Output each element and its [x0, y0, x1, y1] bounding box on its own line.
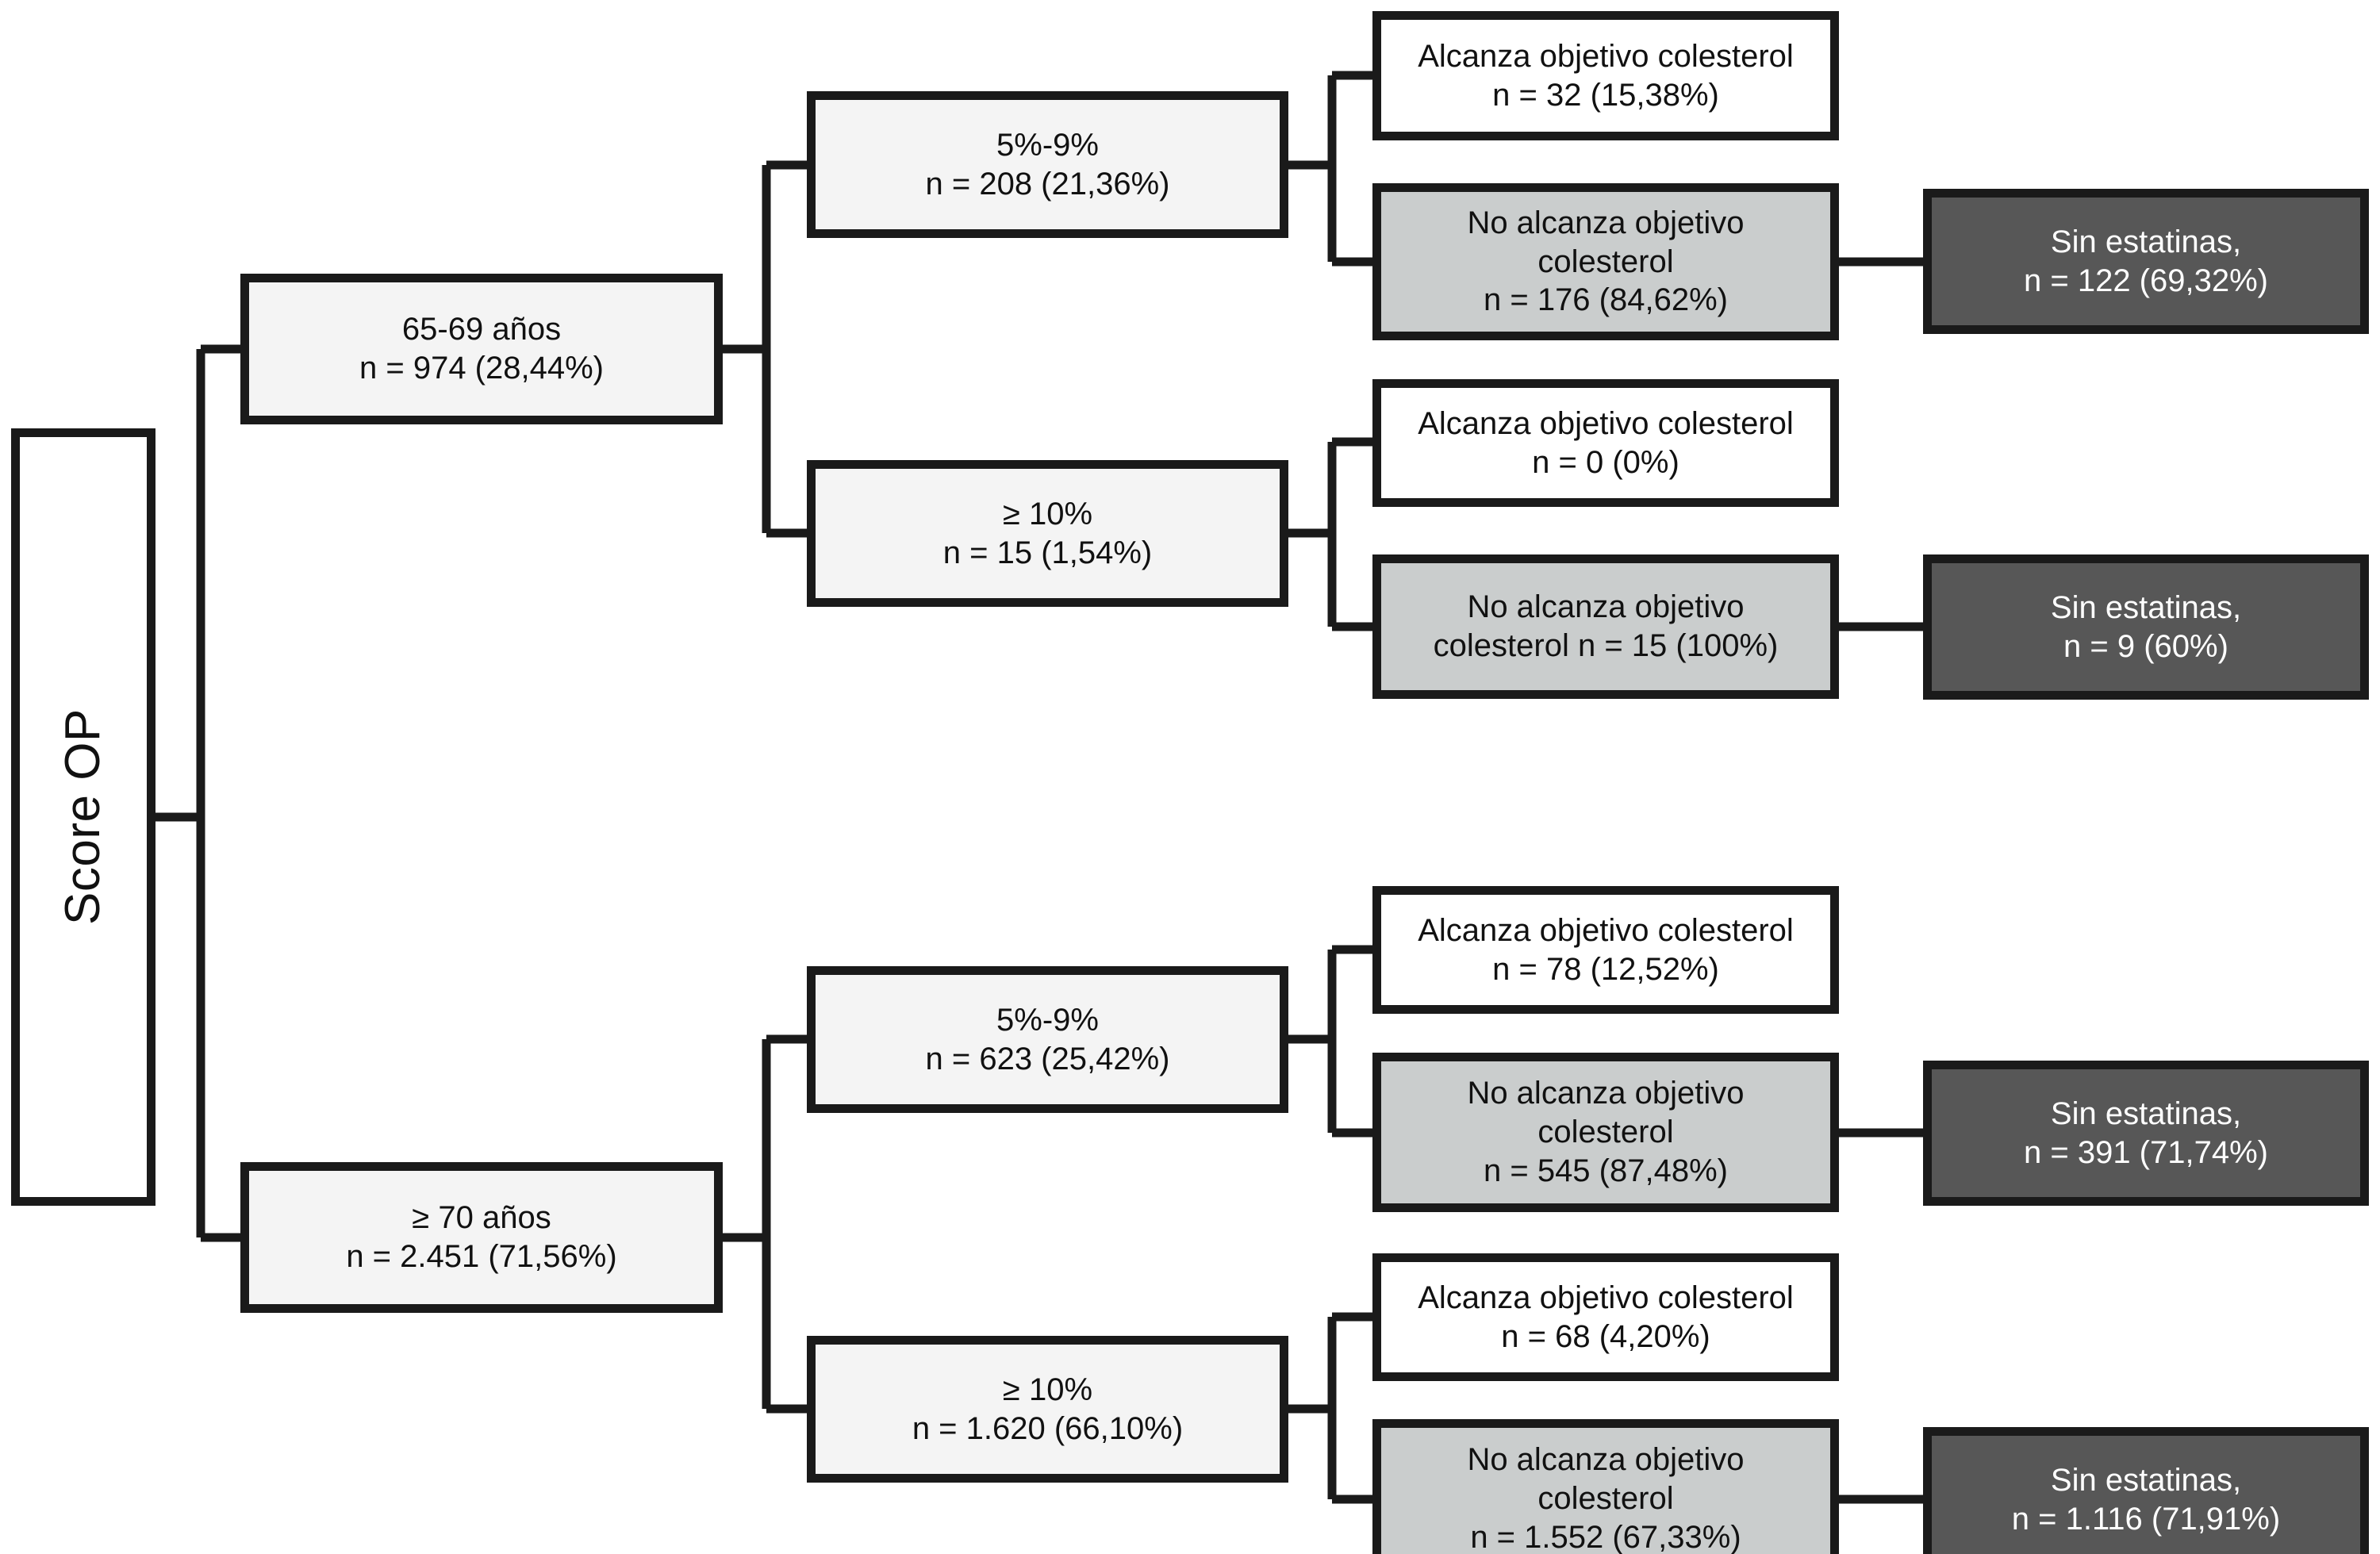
node-target-not-met-a2-label: No alcanza objetivo colesterol n = 15 (1…: [1433, 589, 1779, 663]
node-target-not-met-b2-label: No alcanza objetivo colesterol n = 1.552…: [1467, 1442, 1745, 1554]
node-age-65-69[interactable]: 65-69 años n = 974 (28,44%): [240, 274, 723, 424]
node-no-statins-b2-label: Sin estatinas, n = 1.116 (71,91%): [2011, 1462, 2281, 1537]
node-target-met-a2[interactable]: Alcanza objetivo colesterol n = 0 (0%): [1372, 379, 1839, 507]
node-no-statins-a1[interactable]: Sin estatinas, n = 122 (69,32%): [1923, 189, 2369, 334]
node-target-met-b2[interactable]: Alcanza objetivo colesterol n = 68 (4,20…: [1372, 1253, 1839, 1381]
node-age-70-plus-label: ≥ 70 años n = 2.451 (71,56%): [346, 1200, 617, 1274]
node-age-70-plus[interactable]: ≥ 70 años n = 2.451 (71,56%): [240, 1162, 723, 1313]
node-target-not-met-b1[interactable]: No alcanza objetivo colesterol n = 545 (…: [1372, 1053, 1839, 1212]
node-target-not-met-b1-label: No alcanza objetivo colesterol n = 545 (…: [1467, 1076, 1745, 1188]
node-target-met-b1-label: Alcanza objetivo colesterol n = 78 (12,5…: [1418, 912, 1794, 987]
node-no-statins-b2[interactable]: Sin estatinas, n = 1.116 (71,91%): [1923, 1427, 2369, 1554]
node-risk-5-9-age-70-plus[interactable]: 5%-9% n = 623 (25,42%): [807, 966, 1288, 1113]
node-score-op-label: Score OP: [56, 708, 111, 926]
node-target-not-met-a2[interactable]: No alcanza objetivo colesterol n = 15 (1…: [1372, 554, 1839, 699]
node-score-op[interactable]: Score OP: [11, 428, 155, 1206]
node-target-not-met-a1-label: No alcanza objetivo colesterol n = 176 (…: [1467, 205, 1745, 318]
node-risk-10-age-70-plus-label: ≥ 10% n = 1.620 (66,10%): [912, 1372, 1184, 1446]
node-risk-5-9-age-65-69-label: 5%-9% n = 208 (21,36%): [925, 127, 1170, 201]
node-risk-10-age-65-69[interactable]: ≥ 10% n = 15 (1,54%): [807, 460, 1288, 607]
node-target-met-a2-label: Alcanza objetivo colesterol n = 0 (0%): [1418, 405, 1794, 480]
node-risk-10-age-65-69-label: ≥ 10% n = 15 (1,54%): [942, 496, 1153, 570]
node-age-65-69-label: 65-69 años n = 974 (28,44%): [359, 312, 604, 386]
node-target-not-met-b2[interactable]: No alcanza objetivo colesterol n = 1.552…: [1372, 1419, 1839, 1554]
node-risk-10-age-70-plus[interactable]: ≥ 10% n = 1.620 (66,10%): [807, 1336, 1288, 1483]
node-no-statins-b1[interactable]: Sin estatinas, n = 391 (71,74%): [1923, 1061, 2369, 1206]
node-no-statins-a2[interactable]: Sin estatinas, n = 9 (60%): [1923, 554, 2369, 700]
node-target-met-b2-label: Alcanza objetivo colesterol n = 68 (4,20…: [1418, 1280, 1794, 1354]
node-risk-5-9-age-70-plus-label: 5%-9% n = 623 (25,42%): [925, 1002, 1170, 1076]
node-no-statins-b1-label: Sin estatinas, n = 391 (71,74%): [2024, 1095, 2268, 1170]
node-risk-5-9-age-65-69[interactable]: 5%-9% n = 208 (21,36%): [807, 91, 1288, 238]
node-target-met-b1[interactable]: Alcanza objetivo colesterol n = 78 (12,5…: [1372, 886, 1839, 1014]
node-target-met-a1-label: Alcanza objetivo colesterol n = 32 (15,3…: [1418, 38, 1794, 113]
node-no-statins-a1-label: Sin estatinas, n = 122 (69,32%): [2024, 224, 2268, 298]
node-target-not-met-a1[interactable]: No alcanza objetivo colesterol n = 176 (…: [1372, 183, 1839, 340]
node-no-statins-a2-label: Sin estatinas, n = 9 (60%): [2050, 589, 2242, 664]
node-target-met-a1[interactable]: Alcanza objetivo colesterol n = 32 (15,3…: [1372, 11, 1839, 140]
